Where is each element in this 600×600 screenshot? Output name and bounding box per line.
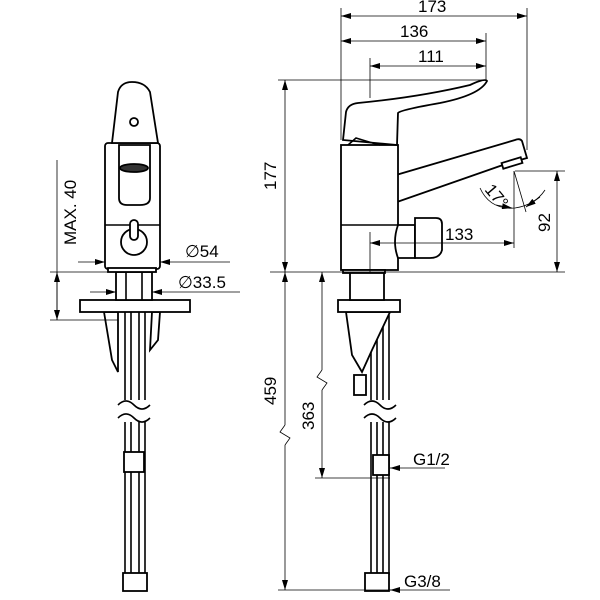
lever-handle-front	[110, 81, 160, 144]
temperature-knob	[414, 217, 443, 259]
total-hose-length-label: 459	[261, 377, 280, 405]
max-deck-label: MAX. 40	[61, 180, 80, 245]
spout-reach-label: 133	[445, 225, 473, 244]
thread-top-label: G1/2	[413, 450, 450, 469]
faucet-body-side	[340, 144, 399, 271]
shank	[115, 271, 153, 301]
supply-hoses	[117, 300, 151, 592]
thread-bottom-label: G3/8	[404, 572, 441, 591]
height-label: 177	[261, 162, 280, 190]
lever-length-label: 111	[418, 47, 444, 66]
spout-height-label: 92	[535, 213, 554, 232]
spout	[393, 138, 529, 204]
body-diameter-label: ∅54	[185, 242, 219, 261]
side-view: 173 136 111 177 92 133 17° 459 36	[261, 0, 565, 593]
overall-length-label: 173	[418, 0, 446, 16]
shank-diameter-label: ∅33.5	[178, 273, 226, 292]
mounting-plate	[79, 299, 191, 313]
hose-length-label: 363	[299, 402, 318, 430]
lever-handle-side	[342, 79, 489, 146]
handle-reach-label: 136	[400, 22, 428, 41]
front-view: MAX. 40 ∅54 ∅33.5	[50, 81, 240, 592]
